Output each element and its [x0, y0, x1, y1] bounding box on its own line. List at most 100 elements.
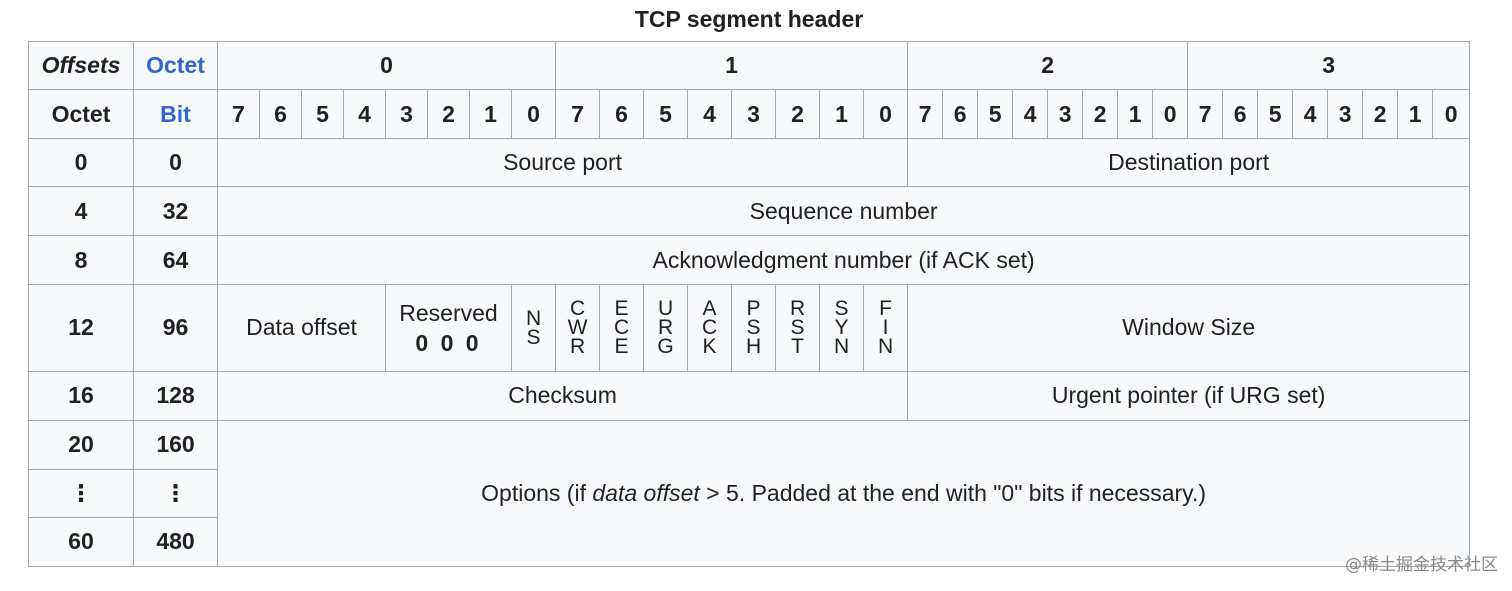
options-field: Options (if data offset > 5. Padded at t…	[216, 419, 1471, 568]
urgent-pointer-field: Urgent pointer (if URG set)	[907, 370, 1471, 421]
bit-number-cell: 3	[1047, 89, 1084, 140]
bit-number-cell: 6	[1222, 89, 1259, 140]
row-bit-offset: ⋮	[133, 468, 218, 518]
flag-letter: Y	[834, 316, 849, 340]
bit-number-cell: 5	[643, 89, 689, 140]
row-octet-offset: 60	[28, 516, 134, 568]
flag-letter: C	[569, 297, 586, 321]
row-octet-offset: 16	[28, 370, 134, 421]
flag-letter: N	[525, 306, 542, 330]
bit-number-cell: 0	[1432, 89, 1471, 140]
bit-number-cell: 4	[343, 89, 386, 140]
options-text-pre: Options (if	[481, 479, 593, 506]
bit-number-cell: 4	[1292, 89, 1329, 140]
options-text-post: > 5. Padded at the end with "0" bits if …	[699, 479, 1207, 506]
bit-label: Bit	[133, 89, 218, 140]
watermark: @稀土掘金技术社区	[1345, 555, 1498, 575]
row-octet-offset: 8	[28, 235, 134, 286]
bit-number-cell: 2	[1082, 89, 1119, 140]
source-port-field: Source port	[216, 138, 909, 188]
bit-number-cell: 4	[1012, 89, 1049, 140]
row-bit-offset: 128	[133, 370, 218, 421]
flag-letter: S	[834, 297, 849, 321]
row-bit-offset: 64	[133, 235, 218, 286]
row-bit-offset: 480	[133, 516, 218, 568]
bit-number-cell: 3	[1327, 89, 1364, 140]
data-offset-field: Data offset	[217, 284, 386, 372]
bit-number-cell: 5	[977, 89, 1014, 140]
offsets-label: Offsets	[28, 40, 134, 91]
bit-number-cell: 0	[1152, 89, 1189, 140]
sequence-number-field: Sequence number	[216, 186, 1471, 237]
bit-number-cell: 2	[427, 89, 470, 140]
flag-letter: H	[745, 335, 762, 359]
row-octet-offset: 12	[28, 284, 134, 372]
window-size-field: Window Size	[907, 284, 1471, 372]
flag-letter: S	[526, 325, 541, 349]
flag-letter: I	[882, 316, 889, 340]
bit-number-cell: 1	[1397, 89, 1434, 140]
bit-number-cell: 6	[599, 89, 645, 140]
octet-header-3: 3	[1187, 40, 1471, 91]
row-octet-offset: 0	[28, 138, 134, 188]
flag-letter: K	[702, 335, 717, 359]
bit-number-cell: 7	[555, 89, 601, 140]
bit-number-cell: 7	[907, 89, 944, 140]
bit-number-cell: 1	[469, 89, 512, 140]
bit-number-cell: 0	[863, 89, 909, 140]
bit-number-cell: 2	[775, 89, 821, 140]
reserved-bits: 0 0 0	[415, 329, 482, 356]
bit-number-cell: 4	[687, 89, 733, 140]
destination-port-field: Destination port	[907, 138, 1471, 188]
table-row: 16 128 Checksum Urgent pointer (if URG s…	[28, 370, 1471, 421]
flag-letter: N	[877, 335, 894, 359]
bit-number-cell: 5	[1257, 89, 1294, 140]
bit-number-cell: 2	[1362, 89, 1399, 140]
flag-letter: A	[702, 297, 717, 321]
octet-header-0: 0	[216, 40, 557, 91]
acknowledgment-number-field: Acknowledgment number (if ACK set)	[216, 235, 1471, 286]
bit-number-cell: 3	[731, 89, 777, 140]
row-octet-offset: 4	[28, 186, 134, 237]
octet-header-1: 1	[555, 40, 909, 91]
bit-number-cell: 6	[942, 89, 979, 140]
flag-letter: S	[790, 316, 805, 340]
bit-number-cell: 1	[819, 89, 865, 140]
octet-label: Octet	[28, 89, 134, 140]
bit-number-cell: 6	[259, 89, 302, 140]
bit-number-cell: 0	[510, 89, 557, 140]
flag-letter: F	[879, 297, 892, 321]
table-row: 20 160 Options (if data offset > 5. Padd…	[28, 419, 1471, 568]
flag-letter: R	[569, 335, 586, 359]
bit-number-cell: 1	[1117, 89, 1154, 140]
row-bit-offset: 160	[133, 419, 218, 470]
row-bit-offset: 0	[133, 138, 218, 188]
flag-letter: E	[614, 335, 629, 359]
octet-label-top: Octet	[133, 40, 218, 91]
flag-letter: T	[791, 335, 804, 359]
table-row: 4 32 Sequence number	[28, 186, 1471, 237]
flag-letter: W	[567, 316, 588, 340]
flag-letter: N	[833, 335, 850, 359]
flag-letter: G	[657, 335, 674, 359]
flag-letter: E	[614, 297, 629, 321]
table-row: 0 0 Source port Destination port	[28, 138, 1471, 188]
flag-letter: U	[657, 297, 674, 321]
flag-letter: C	[613, 316, 630, 340]
table-row: 8 64 Acknowledgment number (if ACK set)	[28, 235, 1471, 286]
diagram-caption: TCP segment header	[634, 6, 864, 32]
options-text-em: data offset	[592, 479, 700, 506]
octet-header-2: 2	[907, 40, 1189, 91]
row-octet-offset: ⋮	[28, 468, 134, 518]
checksum-field: Checksum	[216, 370, 909, 421]
